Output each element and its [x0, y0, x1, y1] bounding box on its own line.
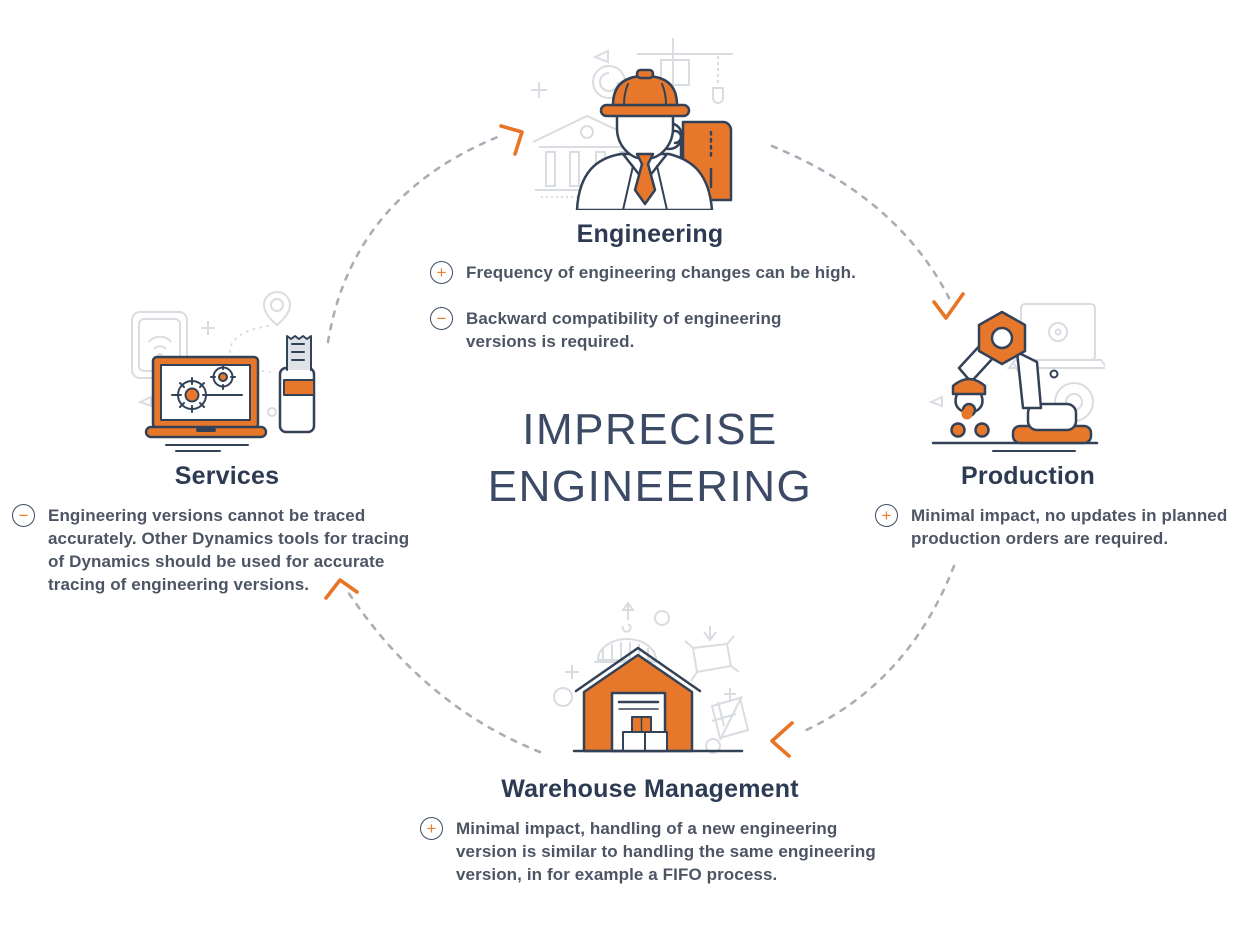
- point-text: Minimal impact, no updates in planned pr…: [911, 506, 1228, 548]
- arc-production-to-warehouse: [800, 564, 956, 734]
- section-title-warehouse: Warehouse Management: [501, 775, 799, 803]
- point-text: Engineering versions cannot be traced ac…: [48, 506, 410, 594]
- section-title-engineering: Engineering: [576, 220, 724, 248]
- section-points-warehouse: + Minimal impact, handling of a new engi…: [420, 817, 910, 886]
- section-points-production: + Minimal impact, no updates in planned …: [875, 504, 1250, 550]
- arrowhead-warehouse-icon: [770, 721, 794, 758]
- minus-icon: −: [430, 307, 453, 330]
- point-row: + Minimal impact, no updates in planned …: [875, 504, 1250, 550]
- plus-icon: +: [430, 261, 453, 284]
- point-row: − Engineering versions cannot be traced …: [12, 504, 437, 596]
- arrowhead-engineering-icon: [499, 124, 524, 156]
- point-text: Backward compatibility of engineering ve…: [466, 309, 782, 351]
- plus-icon: +: [875, 504, 898, 527]
- warehouse-building-icon: [553, 601, 750, 754]
- point-text: Frequency of engineering changes can be …: [466, 263, 856, 282]
- arrowhead-production-icon: [932, 292, 965, 320]
- diagram-title: IMPRECISE ENGINEERING: [445, 401, 855, 515]
- arrowhead-services-icon: [324, 578, 359, 600]
- arc-engineering-to-production: [770, 144, 951, 300]
- engineer-with-blueprint-icon: [531, 38, 733, 210]
- point-text: Minimal impact, handling of a new engine…: [456, 819, 876, 884]
- point-row: + Minimal impact, handling of a new engi…: [420, 817, 910, 886]
- section-points-services: − Engineering versions cannot be traced …: [12, 504, 437, 596]
- arc-warehouse-to-services: [346, 590, 542, 754]
- robot-arm-icon: [928, 303, 1105, 452]
- diagram-title-line2: ENGINEERING: [487, 462, 813, 511]
- section-points-engineering: + Frequency of engineering changes can b…: [430, 261, 900, 353]
- point-row: + Frequency of engineering changes can b…: [430, 261, 900, 284]
- section-title-production: Production: [961, 462, 1095, 490]
- laptop-gears-icon: [131, 290, 316, 452]
- plus-icon: +: [420, 817, 443, 840]
- minus-icon: −: [12, 504, 35, 527]
- diagram-title-line1: IMPRECISE: [522, 405, 778, 454]
- point-row: − Backward compatibility of engineering …: [430, 307, 900, 353]
- section-title-services: Services: [174, 462, 280, 490]
